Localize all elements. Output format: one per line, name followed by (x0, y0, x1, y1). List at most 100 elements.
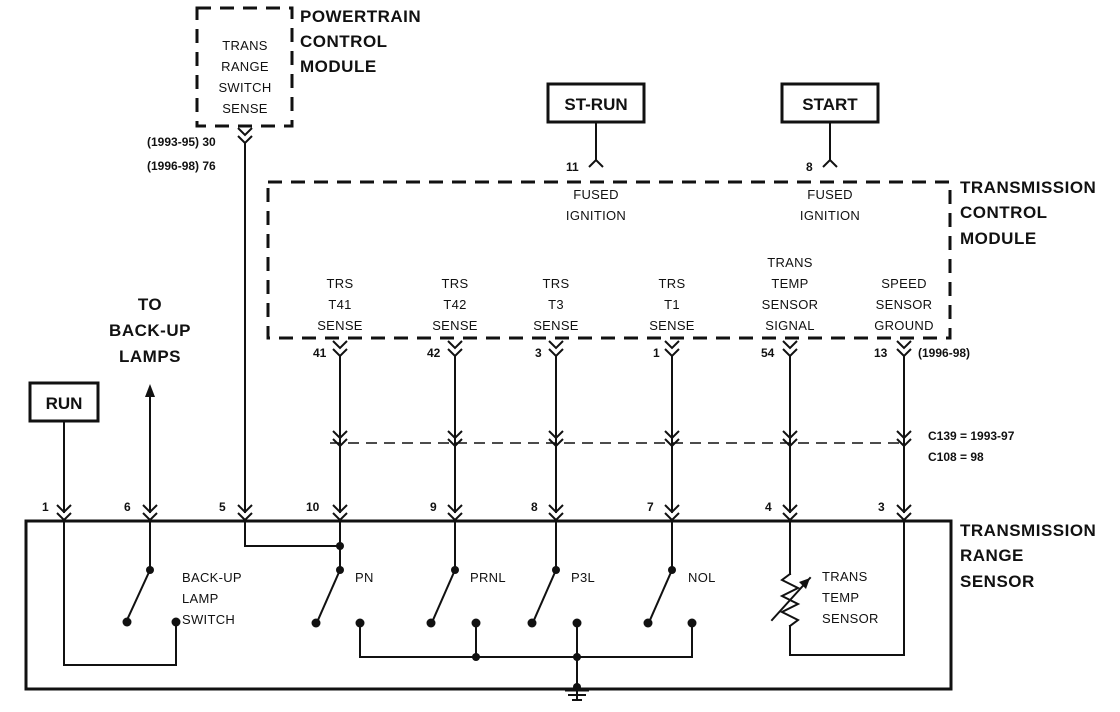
backup-switch-label-1: BACK-UP (182, 570, 242, 585)
pcm-inner-4: SENSE (222, 101, 268, 116)
temp-sensor-label-3: SENSOR (822, 611, 879, 626)
tcm-terminal-temp: TRANS TEMP SENSOR SIGNAL 54 (761, 255, 818, 360)
t42-label-3: SENSE (432, 318, 478, 333)
pcm-terminal (237, 127, 253, 144)
pcm-pin-label-1: (1993-95) 30 (147, 135, 216, 149)
temp-pin: 54 (761, 346, 775, 360)
connector-label-2: C108 = 98 (928, 450, 984, 464)
speed-label-2: SENSOR (876, 297, 933, 312)
t1-pin: 1 (653, 346, 660, 360)
tcm-box (266, 180, 952, 340)
t41-label-3: SENSE (317, 318, 363, 333)
contact-nol-label: NOL (688, 570, 716, 585)
tcm-module: TRANSMISSION CONTROL MODULE TRS T41 SENS… (266, 178, 1096, 360)
st-run-label: ST-RUN (564, 95, 627, 114)
pcm-title-2: CONTROL (300, 32, 388, 51)
speed-pin: 13 (874, 346, 888, 360)
backup-label-3: LAMPS (119, 347, 181, 366)
speed-pin-note: (1996-98) (918, 346, 970, 360)
backup-switch-label-3: SWITCH (182, 612, 235, 627)
t41-label-2: T41 (328, 297, 351, 312)
pcm-inner-1: TRANS (222, 38, 268, 53)
trs-pin-1: 1 (42, 500, 49, 514)
temp-sensor-label-1: TRANS (822, 569, 868, 584)
tcm-terminal-t1: TRS T1 SENSE 1 (649, 276, 695, 360)
trs-box (24, 519, 953, 691)
st-run-supply: ST-RUN 11 FUSED IGNITION (546, 82, 646, 223)
trs-title-2: RANGE (960, 546, 1024, 565)
connector-label-1: C139 = 1993-97 (928, 429, 1015, 443)
pcm-title-1: POWERTRAIN (300, 7, 421, 26)
tcm-harness-wires (339, 355, 905, 513)
start-desc-2: IGNITION (800, 208, 860, 223)
start-pin: 8 (806, 160, 813, 174)
tcm-pin-42-terminal (447, 340, 463, 357)
t42-pin: 42 (427, 346, 441, 360)
run-label: RUN (46, 394, 83, 413)
contact-p3l-label: P3L (571, 570, 595, 585)
trs-title-1: TRANSMISSION (960, 521, 1096, 540)
ground-icon (565, 688, 589, 701)
trs-pin-10: 10 (306, 500, 320, 514)
contact-prnl-label: PRNL (470, 570, 506, 585)
tcm-terminal-t41: TRS T41 SENSE 41 (313, 276, 363, 360)
tcm-terminal-t42: TRS T42 SENSE 42 (427, 276, 478, 360)
tcm-pin-41-terminal (332, 340, 348, 357)
tcm-title-2: CONTROL (960, 203, 1048, 222)
t3-pin: 3 (535, 346, 542, 360)
speed-label-3: GROUND (874, 318, 934, 333)
tcm-title-1: TRANSMISSION (960, 178, 1096, 197)
tcm-terminal-t3: TRS T3 SENSE 3 (533, 276, 579, 360)
t42-label-1: TRS (442, 276, 469, 291)
temp-sensor-label-2: TEMP (822, 590, 859, 605)
start-label: START (802, 95, 858, 114)
temp-label-1: TRANS (767, 255, 813, 270)
t1-label-1: TRS (659, 276, 686, 291)
t1-label-3: SENSE (649, 318, 695, 333)
trs-internal-wiring (63, 519, 905, 701)
start-desc-1: FUSED (807, 187, 853, 202)
t3-label-1: TRS (543, 276, 570, 291)
trs-pin-3: 3 (878, 500, 885, 514)
trs-sensor: TRANSMISSION RANGE SENSOR 1 6 5 10 9 8 7… (24, 500, 1096, 701)
pcm-box (195, 6, 294, 128)
run-supply: RUN (28, 381, 100, 513)
st-run-terminal (588, 159, 604, 168)
tcm-pin-1-terminal (664, 340, 680, 357)
st-run-pin: 11 (566, 160, 579, 174)
t41-label-1: TRS (327, 276, 354, 291)
tcm-pin-13-terminal (896, 340, 912, 357)
backup-label-1: TO (138, 295, 162, 314)
backup-lamps-output: TO BACK-UP LAMPS (109, 295, 191, 513)
t3-label-2: T3 (548, 297, 564, 312)
tcm-pin-54-terminal (782, 340, 798, 357)
trs-title-3: SENSOR (960, 572, 1035, 591)
trs-pin-4: 4 (765, 500, 772, 514)
start-terminal (822, 159, 838, 168)
backup-switch-label-2: LAMP (182, 591, 219, 606)
t42-label-2: T42 (443, 297, 466, 312)
tcm-terminal-speed: SPEED SENSOR GROUND 13 (1996-98) (874, 276, 970, 360)
temp-label-4: SIGNAL (765, 318, 814, 333)
pcm-module: TRANS RANGE SWITCH SENSE POWERTRAIN CONT… (147, 6, 421, 173)
contact-pn-label: PN (355, 570, 374, 585)
st-run-desc-1: FUSED (573, 187, 619, 202)
connector-c139: C139 = 1993-97 C108 = 98 (330, 429, 1015, 464)
pcm-inner-2: RANGE (221, 59, 269, 74)
trs-pin-5: 5 (219, 500, 226, 514)
pcm-inner-3: SWITCH (218, 80, 271, 95)
temp-label-2: TEMP (771, 276, 808, 291)
temp-label-3: SENSOR (762, 297, 819, 312)
tcm-title-3: MODULE (960, 229, 1037, 248)
trs-pin-8: 8 (531, 500, 538, 514)
arrow-up-icon (145, 384, 155, 397)
t1-label-2: T1 (664, 297, 680, 312)
st-run-desc-2: IGNITION (566, 208, 626, 223)
t41-pin: 41 (313, 346, 327, 360)
trs-pin-6: 6 (124, 500, 131, 514)
pcm-title-3: MODULE (300, 57, 377, 76)
backup-label-2: BACK-UP (109, 321, 191, 340)
t3-label-3: SENSE (533, 318, 579, 333)
start-supply: START 8 FUSED IGNITION (780, 82, 880, 223)
